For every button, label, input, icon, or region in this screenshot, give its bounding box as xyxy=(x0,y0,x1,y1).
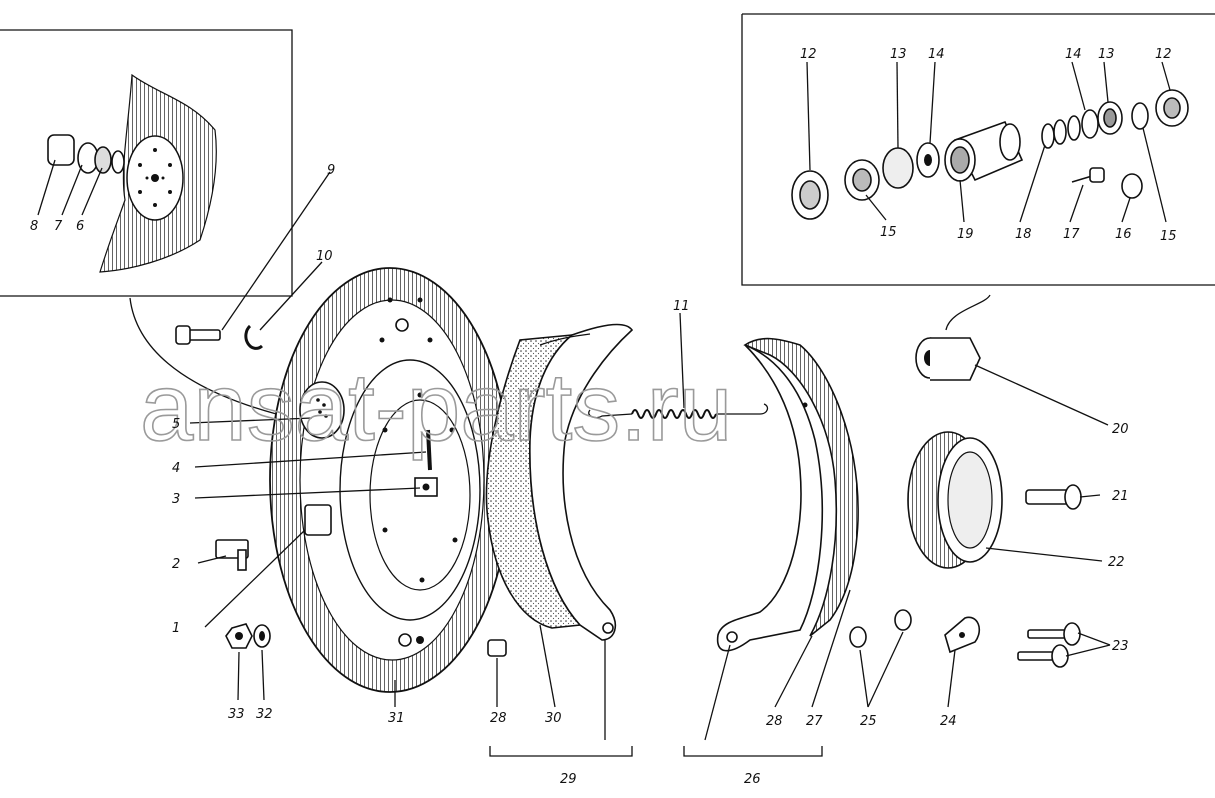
label-33: 33 xyxy=(228,707,245,722)
label-17: 17 xyxy=(1063,227,1080,242)
label-5: 5 xyxy=(172,417,180,432)
label-31: 31 xyxy=(388,711,405,726)
inset-bleeder-box xyxy=(0,29,293,297)
leader-8 xyxy=(37,159,56,216)
label-14-left: 14 xyxy=(928,47,945,62)
label-3: 3 xyxy=(172,492,180,507)
inset-wheel-cylinder-box xyxy=(741,13,1215,286)
bracket-29 xyxy=(489,746,633,757)
label-23: 23 xyxy=(1112,639,1129,654)
label-10: 10 xyxy=(316,249,333,264)
leader-6 xyxy=(81,167,103,216)
label-11: 11 xyxy=(673,299,690,314)
label-9: 9 xyxy=(327,163,335,178)
label-32: 32 xyxy=(256,707,273,722)
brake-line-left xyxy=(129,297,301,421)
label-13-right: 13 xyxy=(1098,47,1115,62)
inset-wheel-cylinder-parts xyxy=(791,89,1189,220)
label-14-right: 14 xyxy=(1065,47,1082,62)
label-13-left: 13 xyxy=(890,47,907,62)
brake-shoe-left xyxy=(485,323,634,657)
label-12-right: 12 xyxy=(1155,47,1172,62)
watermark-text: ansat-parts.ru xyxy=(140,354,732,461)
inset-mounting-detail xyxy=(47,73,217,273)
label-6: 6 xyxy=(76,219,84,234)
label-30: 30 xyxy=(545,711,562,726)
backing-plate xyxy=(269,267,511,693)
bracket-26 xyxy=(683,746,823,757)
label-25: 25 xyxy=(860,714,877,729)
leader-7 xyxy=(61,164,83,216)
label-22: 22 xyxy=(1108,555,1125,570)
label-4: 4 xyxy=(172,461,180,476)
label-29: 29 xyxy=(560,772,577,787)
label-2: 2 xyxy=(172,557,180,572)
brake-line-right xyxy=(945,294,991,331)
return-spring xyxy=(588,403,769,419)
label-26: 26 xyxy=(744,772,761,787)
label-12-left: 12 xyxy=(800,47,817,62)
label-15-left: 15 xyxy=(880,225,897,240)
small-parts-right xyxy=(849,337,1082,668)
main-leaders xyxy=(189,171,1111,741)
label-8: 8 xyxy=(30,219,38,234)
label-27: 27 xyxy=(806,714,823,729)
label-28-right: 28 xyxy=(766,714,783,729)
label-21: 21 xyxy=(1112,489,1129,504)
label-15-right: 15 xyxy=(1160,229,1177,244)
inset-wheel-cylinder-leaders xyxy=(806,61,1171,223)
part-number-labels: 1 2 3 4 5 6 7 8 9 10 11 12 12 13 13 14 1… xyxy=(30,47,1177,787)
label-28-left: 28 xyxy=(490,711,507,726)
label-7: 7 xyxy=(54,219,63,234)
label-18: 18 xyxy=(1015,227,1032,242)
brake-shoe-right xyxy=(716,337,859,652)
label-24: 24 xyxy=(940,714,957,729)
label-1: 1 xyxy=(172,621,180,636)
label-20: 20 xyxy=(1112,422,1129,437)
label-16: 16 xyxy=(1115,227,1132,242)
label-19: 19 xyxy=(957,227,974,242)
small-parts-left xyxy=(175,324,271,649)
